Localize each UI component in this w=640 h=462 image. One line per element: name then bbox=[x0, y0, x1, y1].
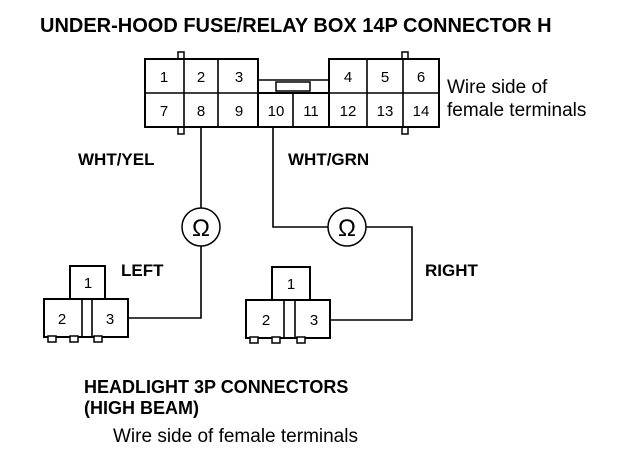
right-pin-3: 3 bbox=[310, 312, 318, 329]
wire-label-left: WHT/YEL bbox=[78, 150, 155, 169]
pin-11: 11 bbox=[303, 103, 319, 120]
pin-9: 9 bbox=[235, 103, 243, 120]
wire-label-right: WHT/GRN bbox=[288, 150, 369, 169]
headlight-connectors-subtitle: (HIGH BEAM) bbox=[84, 398, 199, 418]
headlight-connectors-title: HEADLIGHT 3P CONNECTORS bbox=[84, 377, 348, 397]
pin-1: 1 bbox=[160, 69, 168, 86]
wire-left-lower bbox=[128, 246, 202, 319]
ohmmeter-right-icon: Ω bbox=[327, 207, 367, 247]
headlight-connectors-note: Wire side of female terminals bbox=[113, 426, 358, 447]
pin-3: 3 bbox=[235, 69, 243, 86]
fuse-box-connector: 1 2 3 4 5 6 7 8 9 10 11 12 13 14 bbox=[144, 51, 440, 135]
left-pin-1: 1 bbox=[84, 275, 92, 292]
left-pin-2: 2 bbox=[58, 311, 66, 328]
fuse-box-note-line2: female terminals bbox=[447, 100, 586, 121]
ohmmeter-left-icon: Ω bbox=[181, 207, 221, 247]
right-headlight-label: RIGHT bbox=[425, 261, 479, 280]
svg-text:Ω: Ω bbox=[192, 215, 210, 242]
pin-10: 10 bbox=[268, 103, 285, 120]
pin-13: 13 bbox=[377, 103, 394, 120]
left-headlight-label: LEFT bbox=[121, 261, 164, 280]
right-headlight-connector: 1 2 3 bbox=[245, 266, 331, 344]
pin-8: 8 bbox=[197, 103, 205, 120]
fuse-box-note-line1: Wire side of bbox=[447, 77, 548, 98]
svg-text:Ω: Ω bbox=[338, 215, 356, 242]
pin-12: 12 bbox=[340, 103, 357, 120]
wire-right-lower bbox=[328, 226, 413, 321]
right-pin-2: 2 bbox=[262, 312, 270, 329]
pin-4: 4 bbox=[344, 69, 352, 86]
wire-right bbox=[272, 127, 328, 228]
pin-6: 6 bbox=[417, 69, 425, 86]
left-headlight-connector: 1 2 3 bbox=[43, 265, 129, 343]
diagram-title: UNDER-HOOD FUSE/RELAY BOX 14P CONNECTOR … bbox=[40, 15, 552, 37]
pin-14: 14 bbox=[413, 103, 430, 120]
left-pin-3: 3 bbox=[106, 311, 114, 328]
pin-5: 5 bbox=[381, 69, 389, 86]
right-pin-1: 1 bbox=[287, 276, 295, 293]
pin-7: 7 bbox=[160, 103, 168, 120]
pin-2: 2 bbox=[197, 69, 205, 86]
